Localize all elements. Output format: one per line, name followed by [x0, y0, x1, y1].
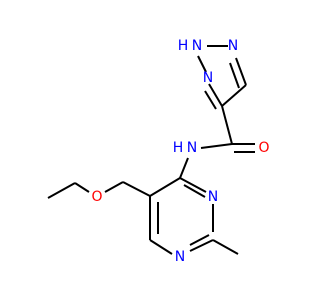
bond-c4-carbonyl — [221, 105, 233, 145]
atom-ether-o-label: O — [91, 189, 102, 205]
bond-c5-c4 — [221, 84, 247, 107]
bond-c4-n3pyr — [179, 177, 207, 193]
atom-triazole-n3-label: N — [203, 70, 213, 86]
bond-n1-c6pyr — [149, 239, 173, 255]
bond-c4-n3pyr-double — [183, 184, 206, 198]
atom-triazole-n2-label: N — [228, 38, 238, 54]
bond-ch2-ch3 — [47, 182, 76, 199]
bond-c2-n1pyr-double — [189, 234, 210, 246]
bond-n1-n3 — [197, 55, 207, 73]
bond-c2-n1pyr — [189, 239, 214, 252]
bond-o-ch2 — [74, 182, 90, 193]
bond-n3-c4 — [208, 83, 223, 107]
bond-n2-c5 — [235, 57, 247, 86]
bond-carbonyl-n — [200, 143, 233, 149]
atom-amide-n-label: N — [187, 140, 197, 156]
atom-amide-h-label: H — [173, 140, 184, 156]
bond-c4-c5pyr — [149, 177, 181, 197]
atom-carbonyl-o-label: O — [258, 140, 269, 156]
structure-svg: N H N N O N H N N O — [47, 38, 270, 265]
atom-triazole-n1-h-label: H — [178, 38, 189, 54]
atom-triazole-n1-label: N — [192, 38, 202, 54]
atom-pyrimidine-n3-label: N — [208, 189, 218, 205]
molecule-diagram: N H N N O N H N N O — [47, 38, 270, 265]
bond-c2-methyl — [212, 239, 239, 255]
bond-n2-c5-double — [229, 62, 240, 89]
atom-pyrimidine-n1-label: N — [175, 249, 185, 265]
bond-n3-c4-double — [204, 90, 217, 110]
bond-nh-c4pyr — [179, 157, 189, 179]
bond-ch2-o — [104, 181, 124, 193]
bond-c5-ch2 — [122, 181, 151, 197]
